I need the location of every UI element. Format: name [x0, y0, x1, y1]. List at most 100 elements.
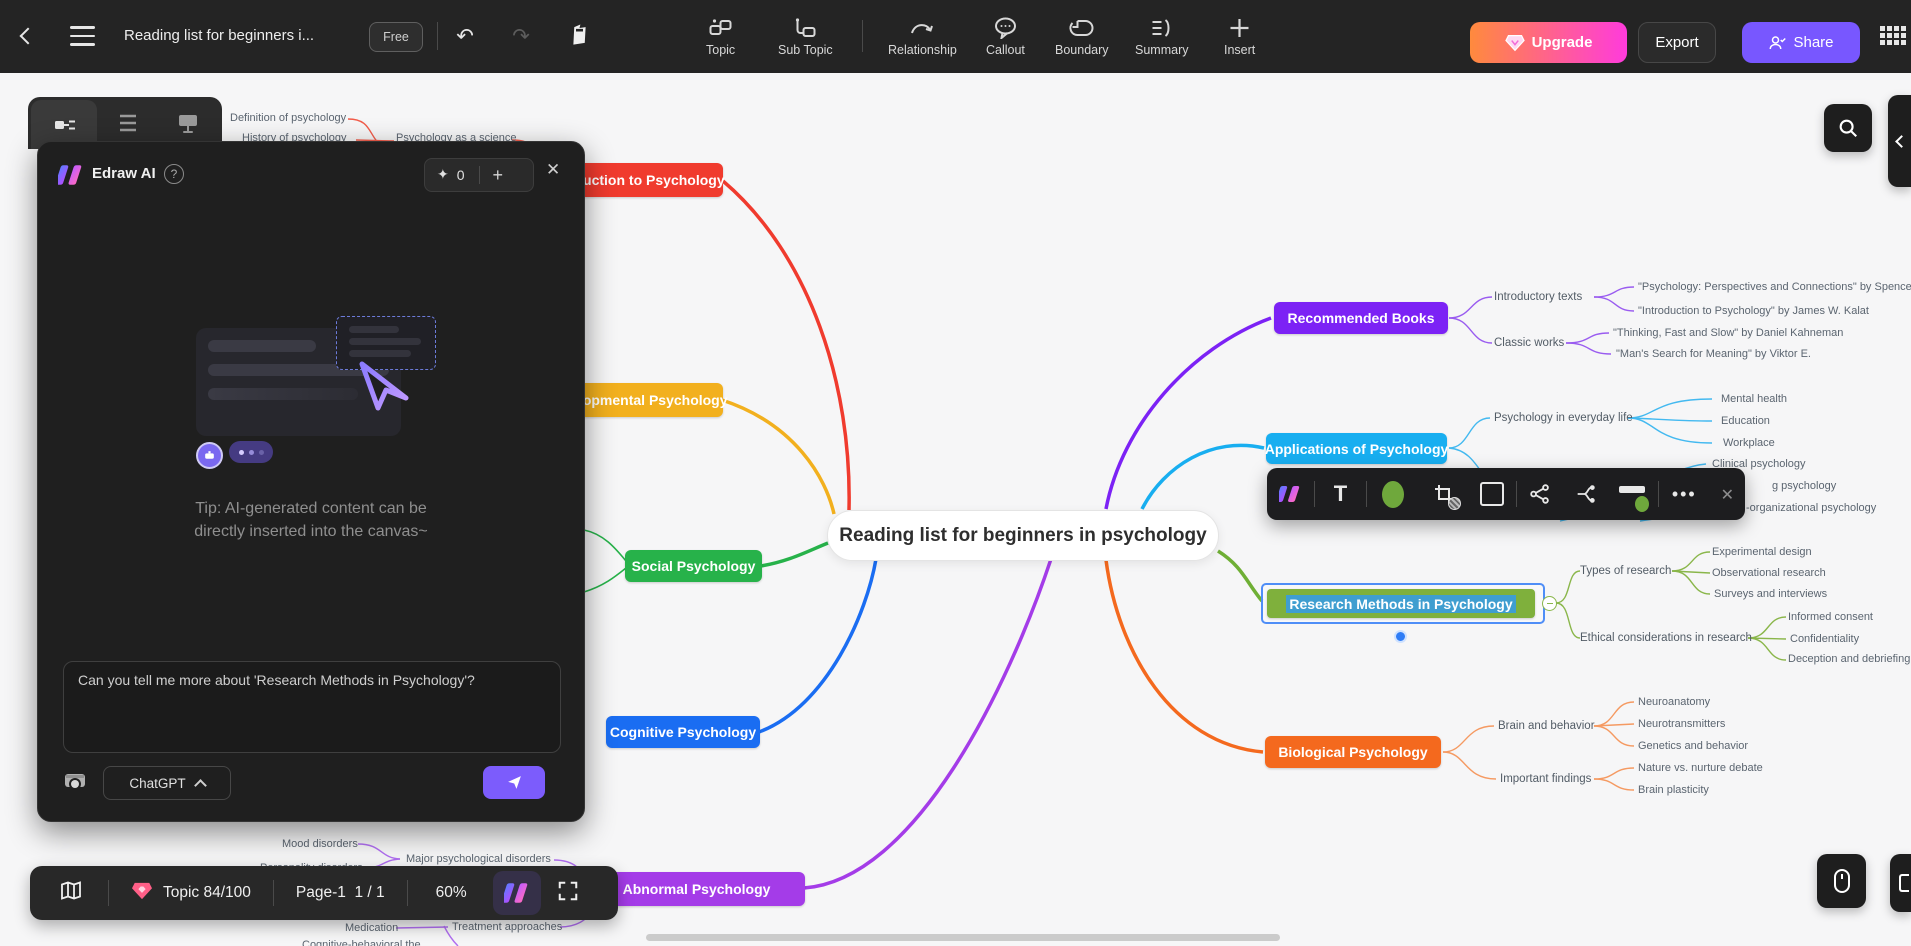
- collapse-node-icon[interactable]: [1542, 596, 1557, 611]
- node-definition-of-psychology[interactable]: Definition of psychology: [230, 112, 347, 124]
- send-button[interactable]: [483, 766, 545, 799]
- node-book-2[interactable]: "Introduction to Psychology" by James W.…: [1638, 305, 1869, 317]
- back-button[interactable]: [12, 22, 40, 50]
- node-research-methods-selection[interactable]: Research Methods in Psychology: [1261, 583, 1545, 624]
- tool-subtopic[interactable]: Sub Topic: [778, 17, 833, 57]
- node-applications-of-psychology[interactable]: Applications of Psychology: [1265, 433, 1448, 464]
- node-types-of-research[interactable]: Types of research: [1580, 565, 1672, 577]
- zoom-level[interactable]: 60%: [435, 884, 467, 901]
- format-painter-icon[interactable]: [566, 20, 592, 50]
- node-biological-psychology[interactable]: Biological Psychology: [1265, 736, 1441, 768]
- node-brain-plasticity[interactable]: Brain plasticity: [1638, 784, 1709, 796]
- node-book-1[interactable]: "Psychology: Perspectives and Connection…: [1638, 281, 1911, 293]
- node-organizational-psychology-partial[interactable]: -organizational psychology: [1746, 502, 1877, 514]
- node-book-4[interactable]: "Man's Search for Meaning" by Viktor E.: [1616, 348, 1811, 360]
- node-experimental-design[interactable]: Experimental design: [1712, 546, 1812, 558]
- ai-assistant-button[interactable]: [492, 871, 541, 915]
- node-brain-and-behavior[interactable]: Brain and behavior: [1498, 720, 1595, 732]
- export-button[interactable]: Export: [1638, 22, 1716, 63]
- page-indicator[interactable]: Page-1 1 / 1: [295, 884, 385, 901]
- menu-button[interactable]: [70, 26, 95, 46]
- upgrade-button[interactable]: Upgrade: [1470, 22, 1627, 63]
- node-ethical-considerations[interactable]: Ethical considerations in research: [1580, 632, 1752, 644]
- node-confidentiality[interactable]: Confidentiality: [1790, 633, 1860, 645]
- tab-mindmap-selected[interactable]: [31, 100, 97, 149]
- node-medication[interactable]: Medication: [345, 922, 399, 934]
- tool-topic[interactable]: Topic: [706, 17, 735, 57]
- line-color-icon[interactable]: [1607, 468, 1658, 520]
- share-nodes-icon[interactable]: [1517, 468, 1564, 520]
- branch-style-icon[interactable]: [1564, 468, 1607, 520]
- close-panel-icon[interactable]: ✕: [546, 160, 561, 180]
- node-clinical-psychology[interactable]: Clinical psychology: [1712, 458, 1806, 470]
- node-introductory-texts[interactable]: Introductory texts: [1494, 291, 1583, 303]
- node-major-psych-disorders[interactable]: Major psychological disorders: [406, 853, 551, 865]
- tab-presentation-icon[interactable]: [176, 111, 200, 140]
- close-toolbar-icon[interactable]: ✕: [1720, 484, 1735, 504]
- central-topic[interactable]: Reading list for beginners in psychology: [827, 510, 1219, 561]
- node-classic-works[interactable]: Classic works: [1494, 337, 1565, 349]
- robot-avatar-icon: [196, 442, 223, 469]
- node-abnormal-psychology[interactable]: Abnormal Psychology: [588, 872, 805, 906]
- chevron-up-icon: [193, 778, 207, 792]
- add-credits-button[interactable]: +: [492, 164, 504, 185]
- more-options-icon[interactable]: •••: [1671, 483, 1697, 504]
- floating-format-toolbar: T ••• ✕: [1267, 468, 1745, 520]
- node-workplace[interactable]: Workplace: [1723, 437, 1775, 449]
- edraw-ai-icon[interactable]: [1267, 468, 1314, 520]
- chevron-left-icon: [1895, 134, 1908, 148]
- search-icon: [1839, 119, 1857, 137]
- node-important-findings[interactable]: Important findings: [1500, 773, 1592, 785]
- node-nature-vs-nurture[interactable]: Nature vs. nurture debate: [1638, 762, 1763, 774]
- node-cognitive-behavioral-partial[interactable]: Cognitive-behavioral the: [302, 939, 421, 946]
- model-robot-icon[interactable]: [63, 770, 89, 794]
- node-social-psychology[interactable]: Social Psychology: [625, 550, 762, 582]
- node-genetics-behavior[interactable]: Genetics and behavior: [1638, 740, 1749, 752]
- node-book-3[interactable]: "Thinking, Fast and Slow" by Daniel Kahn…: [1613, 327, 1844, 339]
- undo-button[interactable]: ↶: [456, 24, 474, 48]
- fullscreen-icon[interactable]: [557, 880, 579, 907]
- node-informed-consent[interactable]: Informed consent: [1788, 611, 1873, 623]
- tool-boundary[interactable]: Boundary: [1055, 17, 1109, 57]
- tool-callout[interactable]: Callout: [986, 17, 1025, 57]
- add-subtopic-dot[interactable]: [1394, 630, 1407, 643]
- pointer-mode-button[interactable]: [1817, 854, 1866, 908]
- apps-grid-icon[interactable]: [1880, 26, 1908, 48]
- node-neuroanatomy[interactable]: Neuroanatomy: [1638, 696, 1711, 708]
- node-recommended-books[interactable]: Recommended Books: [1274, 302, 1448, 334]
- tool-relationship[interactable]: Relationship: [888, 17, 957, 57]
- collapse-right-panel[interactable]: [1888, 95, 1911, 187]
- node-research-methods[interactable]: Research Methods in Psychology: [1267, 589, 1535, 618]
- tool-summary[interactable]: Summary: [1135, 17, 1188, 57]
- node-neurotransmitters[interactable]: Neurotransmitters: [1638, 718, 1726, 730]
- help-icon[interactable]: ?: [164, 164, 184, 184]
- node-counseling-psychology-partial[interactable]: g psychology: [1772, 480, 1837, 492]
- document-title[interactable]: Reading list for beginners i...: [124, 27, 315, 44]
- node-mental-health[interactable]: Mental health: [1721, 393, 1788, 405]
- node-treatment-approaches[interactable]: Treatment approaches: [452, 921, 563, 933]
- tool-insert[interactable]: Insert: [1224, 17, 1255, 57]
- mouse-icon: [1833, 869, 1850, 893]
- horizontal-scrollbar[interactable]: [646, 934, 1280, 941]
- shape-outline-icon[interactable]: [1469, 468, 1516, 520]
- ai-prompt-input[interactable]: Can you tell me more about 'Research Met…: [63, 661, 561, 753]
- node-observational-research[interactable]: Observational research: [1712, 567, 1826, 579]
- search-button[interactable]: [1824, 104, 1872, 152]
- node-education[interactable]: Education: [1721, 415, 1770, 427]
- model-selector[interactable]: ChatGPT: [103, 766, 231, 800]
- node-cognitive-psychology[interactable]: Cognitive Psychology: [606, 716, 760, 748]
- node-deception-debriefing[interactable]: Deception and debriefing: [1788, 653, 1911, 665]
- map-overview-icon[interactable]: [58, 879, 84, 908]
- node-surveys-and-interviews[interactable]: Surveys and interviews: [1714, 588, 1828, 600]
- share-button[interactable]: Share: [1742, 22, 1860, 63]
- side-tool-button[interactable]: [1890, 854, 1911, 912]
- text-style-icon[interactable]: T: [1333, 481, 1348, 506]
- node-psychology-everyday-life[interactable]: Psychology in everyday life: [1494, 412, 1633, 424]
- redo-button[interactable]: ↷: [512, 24, 530, 48]
- shape-crop-icon[interactable]: [1420, 468, 1469, 520]
- node-mood-disorders[interactable]: Mood disorders: [282, 838, 358, 850]
- chevron-left-icon: [19, 27, 37, 45]
- fill-color-icon[interactable]: [1367, 468, 1420, 520]
- tab-outline-icon[interactable]: [116, 111, 140, 140]
